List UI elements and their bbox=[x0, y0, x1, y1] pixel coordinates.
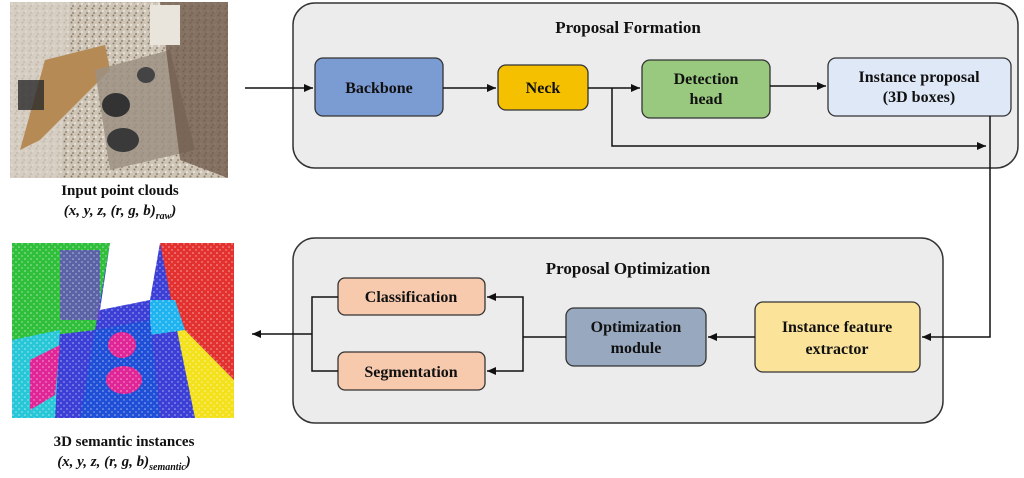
detection-head-label-line1: Detection bbox=[674, 71, 739, 88]
instance-feature-extractor-label-line2: extractor bbox=[805, 341, 868, 358]
instance-proposal-label-line1: Instance proposal bbox=[858, 69, 980, 86]
instance-proposal-label-line2: (3D boxes) bbox=[883, 89, 955, 106]
input-caption: Input point clouds (x, y, z, (r, g, b)ra… bbox=[10, 181, 230, 227]
instance-proposal-block bbox=[827, 57, 1012, 117]
instance-feature-extractor-block bbox=[754, 301, 921, 373]
instance-feature-extractor-label-line1: Instance feature bbox=[782, 319, 892, 336]
detection-head-block bbox=[641, 59, 771, 119]
backbone-block bbox=[314, 57, 444, 117]
optimization-module-block bbox=[565, 307, 707, 367]
input-caption-title: Input point clouds bbox=[61, 183, 179, 199]
arrow-to-classification bbox=[487, 293, 524, 337]
segmentation-label: Segmentation bbox=[364, 364, 457, 381]
optimization-module-label-line2: module bbox=[611, 340, 662, 357]
output-caption: 3D semantic instances (x, y, z, (r, g, b… bbox=[2, 432, 246, 478]
proposal-optimization-title: Proposal Optimization bbox=[546, 259, 711, 278]
neck-label: Neck bbox=[526, 80, 561, 97]
output-caption-formula: (x, y, z, (r, g, b)semantic) bbox=[57, 454, 191, 473]
output-caption-title: 3D semantic instances bbox=[53, 434, 195, 450]
flow-arrows bbox=[245, 82, 991, 375]
arrow-neck-skip-connection bbox=[611, 88, 986, 150]
detection-head-label-line2: head bbox=[690, 91, 723, 108]
arrow-to-segmentation bbox=[487, 337, 524, 375]
backbone-label: Backbone bbox=[345, 80, 413, 97]
arrow-proposal-to-feature-extractor bbox=[922, 116, 991, 341]
classification-label: Classification bbox=[365, 289, 458, 306]
optimization-module-label-line1: Optimization bbox=[591, 319, 682, 336]
proposal-formation-title: Proposal Formation bbox=[555, 18, 701, 37]
input-point-cloud-image bbox=[10, 2, 228, 178]
input-caption-formula: (x, y, z, (r, g, b)raw) bbox=[63, 203, 177, 222]
output-semantic-instances-image bbox=[12, 243, 234, 418]
